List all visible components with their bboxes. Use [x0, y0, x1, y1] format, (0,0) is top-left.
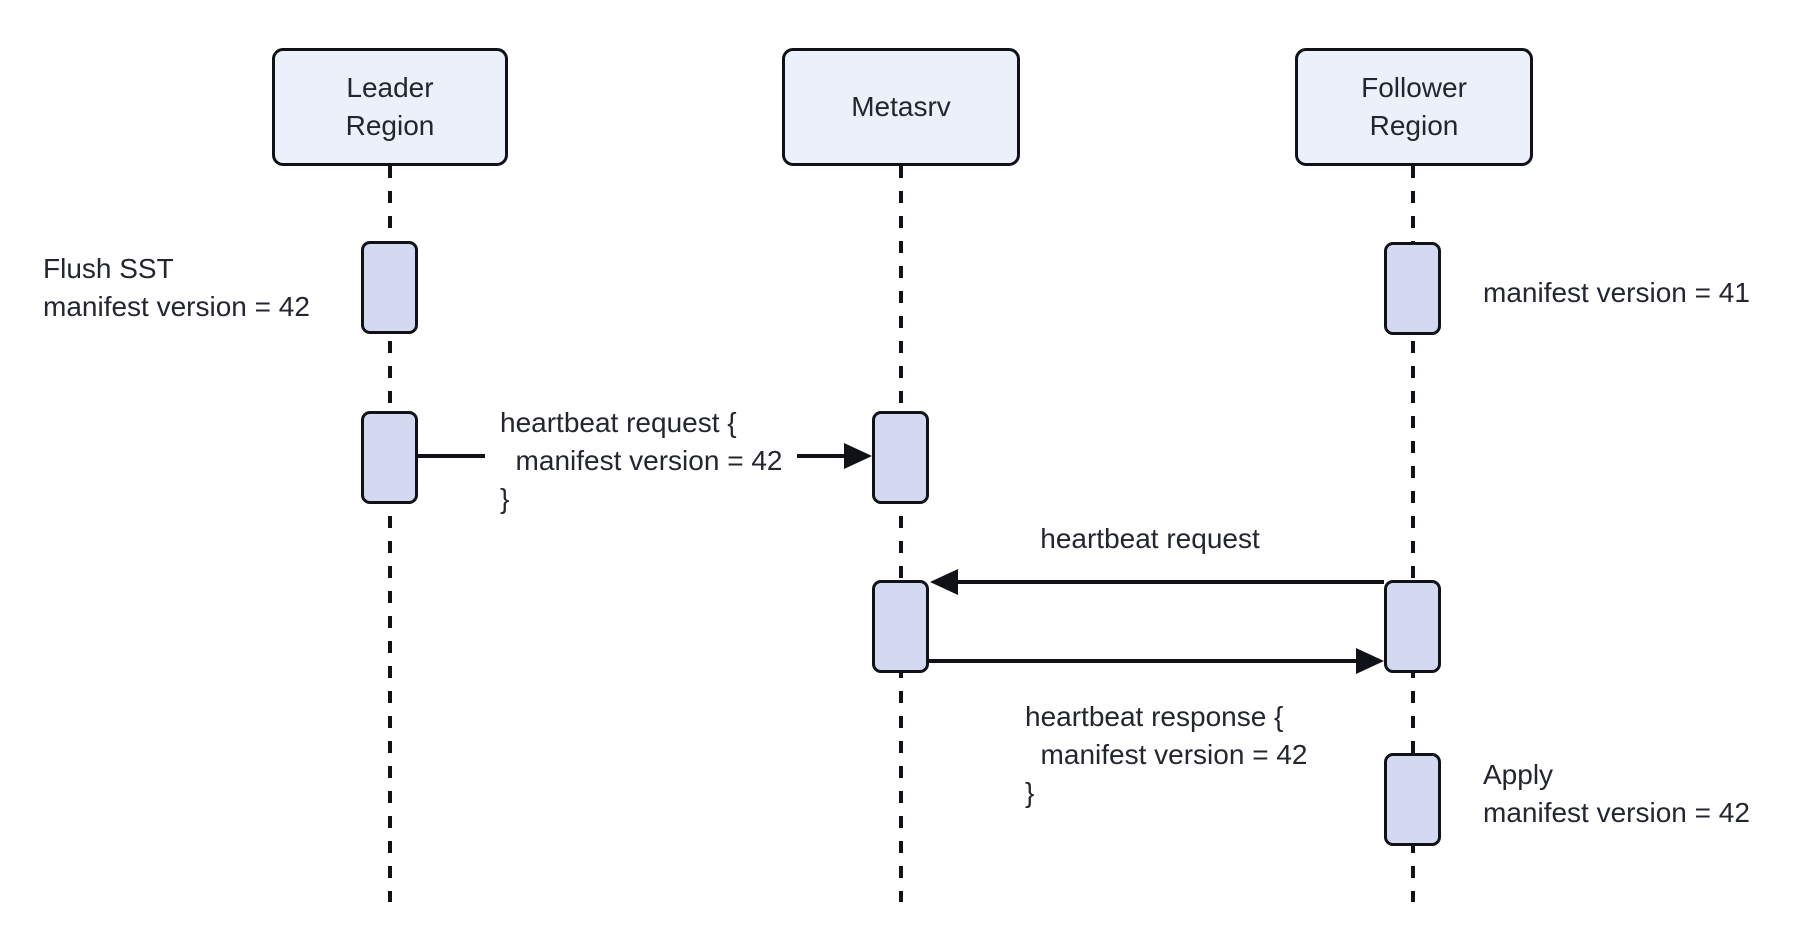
- annotation-apply: Apply manifest version = 42: [1483, 759, 1750, 828]
- actor-metasrv-label: Metasrv: [851, 91, 951, 122]
- annotation-flush-sst: Flush SST manifest version = 42: [43, 253, 310, 322]
- actor-metasrv: Metasrv: [782, 48, 1020, 166]
- message-line-metasrv-to-follower: [929, 659, 1358, 663]
- arrowhead-right-icon: [844, 443, 872, 469]
- lifeline-metasrv: [899, 166, 903, 902]
- actor-follower-region: Follower Region: [1295, 48, 1533, 166]
- activation-follower-heartbeat: [1384, 580, 1441, 673]
- actor-follower-region-label: Follower Region: [1361, 72, 1467, 141]
- activation-follower-apply: [1384, 753, 1441, 846]
- activation-follower-initial: [1384, 242, 1441, 335]
- annotation-manifest-version-41: manifest version = 41: [1483, 277, 1750, 308]
- actor-leader-region-label: Leader Region: [345, 72, 435, 141]
- lifeline-follower-region: [1411, 166, 1415, 902]
- activation-leader-heartbeat: [361, 411, 418, 504]
- arrowhead-right-icon: [1356, 648, 1384, 674]
- activation-metasrv-receive: [872, 411, 929, 504]
- activation-metasrv-respond: [872, 580, 929, 673]
- message-label-heartbeat-request: heartbeat request: [1025, 518, 1275, 560]
- arrowhead-left-icon: [930, 569, 958, 595]
- activation-leader-flush: [361, 241, 418, 334]
- message-label-heartbeat-request-manifest: heartbeat request { manifest version = 4…: [485, 402, 798, 520]
- message-line-follower-to-metasrv: [950, 580, 1384, 584]
- lifeline-leader-region: [388, 166, 392, 902]
- actor-leader-region: Leader Region: [272, 48, 508, 166]
- message-label-heartbeat-response: heartbeat response { manifest version = …: [1010, 696, 1323, 814]
